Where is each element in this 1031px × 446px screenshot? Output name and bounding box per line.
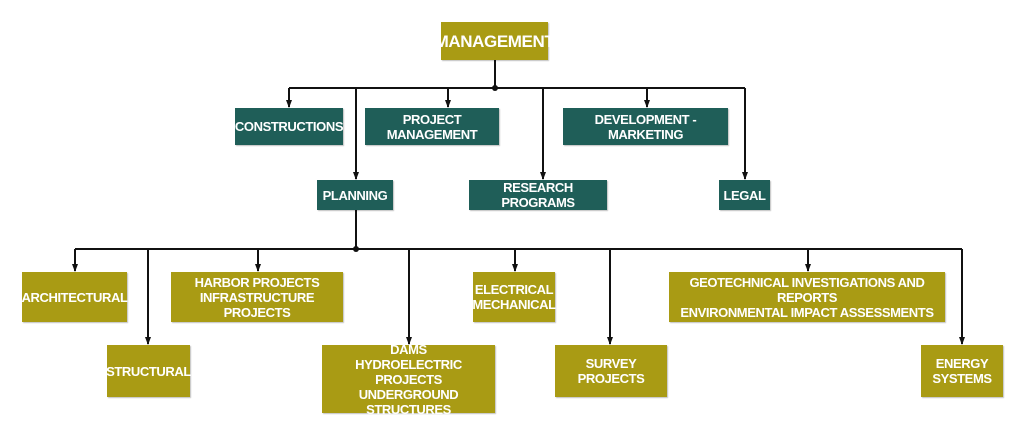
node-dams-hydro-underground: DAMS HYDROELECTRIC PROJECTS UNDERGROUND … <box>322 342 495 417</box>
node-management: MANAGEMENT <box>435 22 555 60</box>
node-energy-systems: ENERGY SYSTEMS <box>921 345 1003 397</box>
junction-dot <box>492 85 498 91</box>
node-project-management: PROJECT MANAGEMENT <box>365 108 499 145</box>
node-legal: LEGAL <box>719 180 770 210</box>
node-development-marketing: DEVELOPMENT - MARKETING <box>563 108 728 145</box>
node-planning: PLANNING <box>317 180 393 210</box>
node-survey-projects: SURVEY PROJECTS <box>555 345 667 397</box>
node-research-programs: RESEARCH PROGRAMS <box>469 180 607 210</box>
node-electrical-mechanical: ELECTRICAL MECHANICAL <box>472 272 556 322</box>
junction-dot <box>353 246 359 252</box>
node-geotechnical-environmental: GEOTECHNICAL INVESTIGATIONS AND REPORTS … <box>669 272 945 322</box>
node-structural: STRUCTURAL <box>106 345 191 397</box>
node-harbor-infrastructure: HARBOR PROJECTS INFRASTRUCTURE PROJECTS <box>171 272 343 322</box>
node-architectural: ARCHITECTURAL <box>22 272 128 322</box>
node-constructions: CONSTRUCTIONS <box>235 108 344 145</box>
